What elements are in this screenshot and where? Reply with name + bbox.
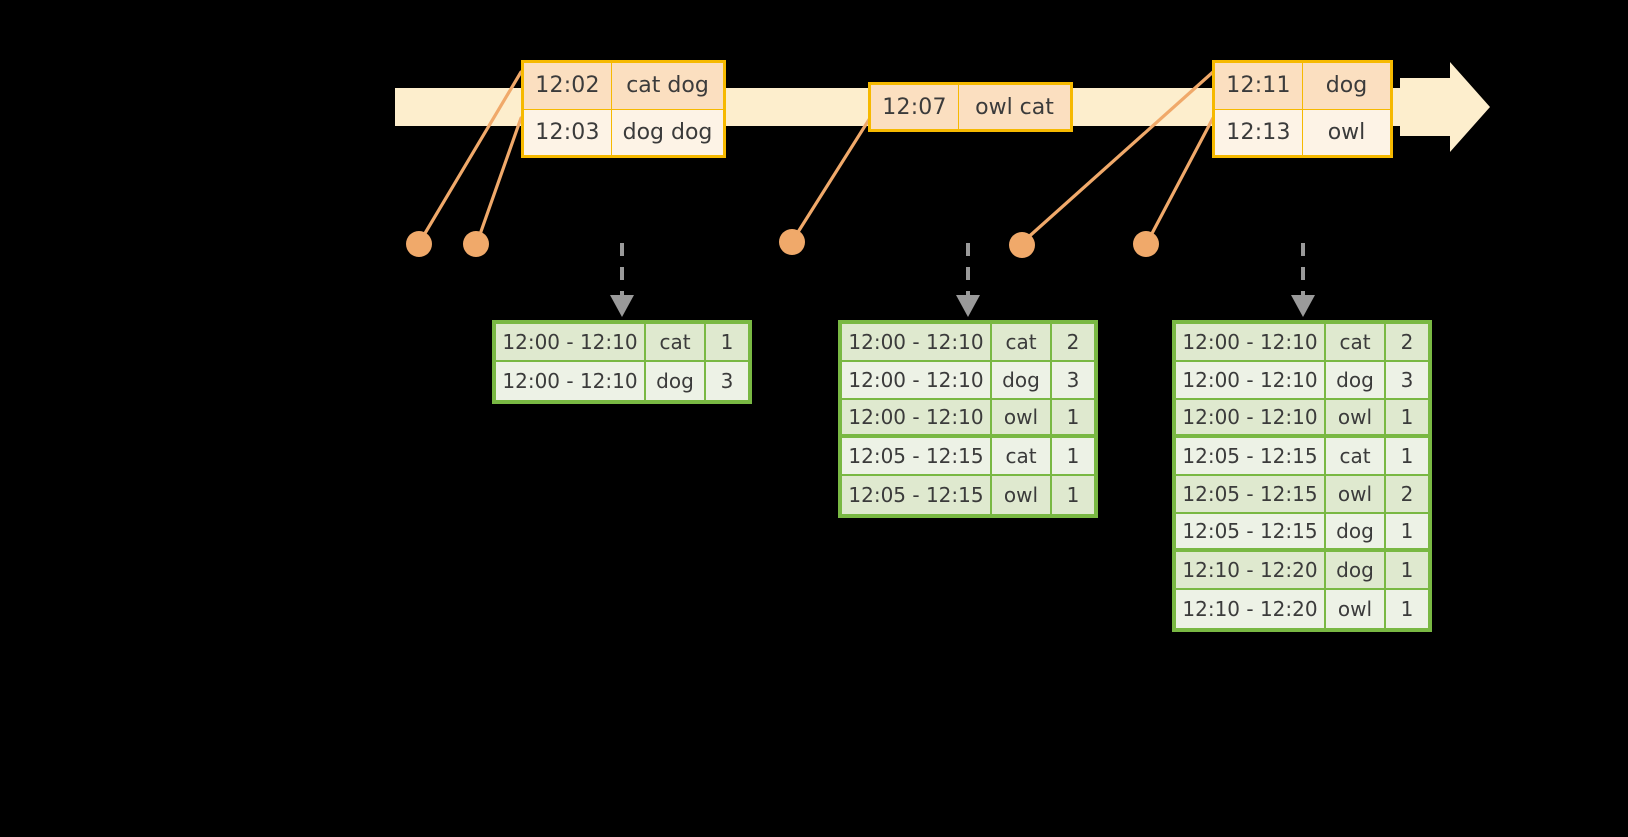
cell-count: 1	[720, 330, 734, 354]
event-row[interactable]: 12:07 owl cat	[871, 85, 1070, 129]
cell-window: 12:00 - 12:10	[1176, 324, 1326, 360]
event-row[interactable]: 12:03 dog dog	[524, 109, 723, 155]
cell-count: 1	[1400, 519, 1414, 543]
table-row[interactable]: 12:10 - 12:20 dog 1	[1176, 552, 1428, 590]
cell-word: owl	[1326, 400, 1386, 434]
cell-window: 12:10 - 12:20	[1176, 590, 1326, 628]
cell-count: 1	[1066, 444, 1080, 468]
trigger-dot-3	[779, 229, 805, 255]
cell-word: owl	[992, 400, 1052, 434]
cell-window: 12:00 - 12:10	[1176, 400, 1326, 434]
result-table-3[interactable]: 12:00 - 12:10 cat 2 12:00 - 12:10 dog 3 …	[1172, 320, 1432, 632]
emit-arrows	[610, 243, 1315, 317]
trigger-dot-1	[406, 231, 432, 257]
table-row[interactable]: 12:00 - 12:10 owl 1	[842, 400, 1094, 438]
emit-arrow-3	[1291, 243, 1315, 317]
connector-line-1	[419, 70, 523, 242]
cell-word: dog	[1326, 514, 1386, 548]
cell-window: 12:00 - 12:10	[1176, 362, 1326, 398]
trigger-dot-4	[1009, 232, 1035, 258]
event-row[interactable]: 12:11 dog	[1215, 63, 1390, 110]
cell-count: 1	[1400, 558, 1414, 582]
cell-word: dog	[1326, 362, 1386, 398]
connector-line-3	[791, 116, 872, 242]
cell-window: 12:00 - 12:10	[496, 362, 646, 400]
result-table-2[interactable]: 12:00 - 12:10 cat 2 12:00 - 12:10 dog 3 …	[838, 320, 1098, 518]
cell-window: 12:05 - 12:15	[842, 438, 992, 474]
table-row[interactable]: 12:00 - 12:10 dog 3	[842, 362, 1094, 400]
cell-count: 3	[720, 369, 734, 393]
event-box-2[interactable]: 12:07 owl cat	[868, 82, 1073, 132]
table-row[interactable]: 12:05 - 12:15 owl 2	[1176, 476, 1428, 514]
cell-count: 2	[1066, 330, 1080, 354]
table-row[interactable]: 12:00 - 12:10 dog 3	[496, 362, 748, 400]
table-row[interactable]: 12:05 - 12:15 dog 1	[1176, 514, 1428, 552]
cell-count: 1	[1066, 483, 1080, 507]
event-time: 12:07	[871, 85, 959, 129]
cell-word: dog	[992, 362, 1052, 398]
cell-window: 12:05 - 12:15	[1176, 514, 1326, 548]
event-row[interactable]: 12:13 owl	[1215, 109, 1390, 155]
cell-word: cat	[646, 324, 706, 360]
event-time: 12:11	[1215, 63, 1303, 109]
cell-word: owl	[992, 476, 1052, 514]
cell-window: 12:05 - 12:15	[1176, 438, 1326, 474]
table-row[interactable]: 12:00 - 12:10 cat 2	[842, 324, 1094, 362]
cell-count: 1	[1400, 405, 1414, 429]
connector-line-5	[1146, 116, 1215, 243]
emit-arrow-2	[956, 243, 980, 317]
connector-line-2	[476, 116, 523, 242]
cell-count: 2	[1400, 482, 1414, 506]
cell-window: 12:05 - 12:15	[842, 476, 992, 514]
table-row[interactable]: 12:05 - 12:15 cat 1	[842, 438, 1094, 476]
event-time: 12:13	[1215, 109, 1303, 155]
cell-count: 1	[1400, 444, 1414, 468]
event-time: 12:02	[524, 63, 612, 109]
cell-word: owl	[1326, 476, 1386, 512]
table-row[interactable]: 12:00 - 12:10 cat 1	[496, 324, 748, 362]
connector-dots	[406, 229, 1159, 258]
cell-window: 12:00 - 12:10	[842, 400, 992, 434]
event-box-3[interactable]: 12:11 dog 12:13 owl	[1212, 60, 1393, 158]
event-box-1[interactable]: 12:02 cat dog 12:03 dog dog	[521, 60, 726, 158]
table-row[interactable]: 12:05 - 12:15 cat 1	[1176, 438, 1428, 476]
cell-count: 3	[1066, 368, 1080, 392]
cell-word: cat	[1326, 438, 1386, 474]
cell-count: 1	[1066, 405, 1080, 429]
table-row[interactable]: 12:10 - 12:20 owl 1	[1176, 590, 1428, 628]
table-row[interactable]: 12:05 - 12:15 owl 1	[842, 476, 1094, 514]
cell-window: 12:00 - 12:10	[842, 324, 992, 360]
cell-word: dog	[1326, 552, 1386, 588]
event-words: dog dog	[622, 119, 713, 145]
table-row[interactable]: 12:00 - 12:10 cat 2	[1176, 324, 1428, 362]
table-row[interactable]: 12:00 - 12:10 owl 1	[1176, 400, 1428, 438]
cell-word: cat	[992, 438, 1052, 474]
event-words: dog	[1325, 73, 1368, 99]
cell-window: 12:00 - 12:10	[496, 324, 646, 360]
event-words: owl cat	[975, 94, 1054, 120]
cell-window: 12:10 - 12:20	[1176, 552, 1326, 588]
result-table-1[interactable]: 12:00 - 12:10 cat 1 12:00 - 12:10 dog 3	[492, 320, 752, 404]
cell-word: cat	[992, 324, 1052, 360]
event-row[interactable]: 12:02 cat dog	[524, 63, 723, 110]
table-row[interactable]: 12:00 - 12:10 dog 3	[1176, 362, 1428, 400]
cell-word: cat	[1326, 324, 1386, 360]
cell-count: 2	[1400, 330, 1414, 354]
trigger-dot-5	[1133, 231, 1159, 257]
cell-window: 12:00 - 12:10	[842, 362, 992, 398]
cell-word: owl	[1326, 590, 1386, 628]
event-words: owl	[1327, 119, 1366, 145]
emit-arrow-1	[610, 243, 634, 317]
cell-count: 1	[1400, 597, 1414, 621]
cell-word: dog	[646, 362, 706, 400]
arrow-right-icon	[1400, 62, 1490, 152]
trigger-dot-2	[463, 231, 489, 257]
cell-count: 3	[1400, 368, 1414, 392]
event-words: cat dog	[626, 73, 709, 99]
event-time: 12:03	[524, 109, 612, 155]
cell-window: 12:05 - 12:15	[1176, 476, 1326, 512]
